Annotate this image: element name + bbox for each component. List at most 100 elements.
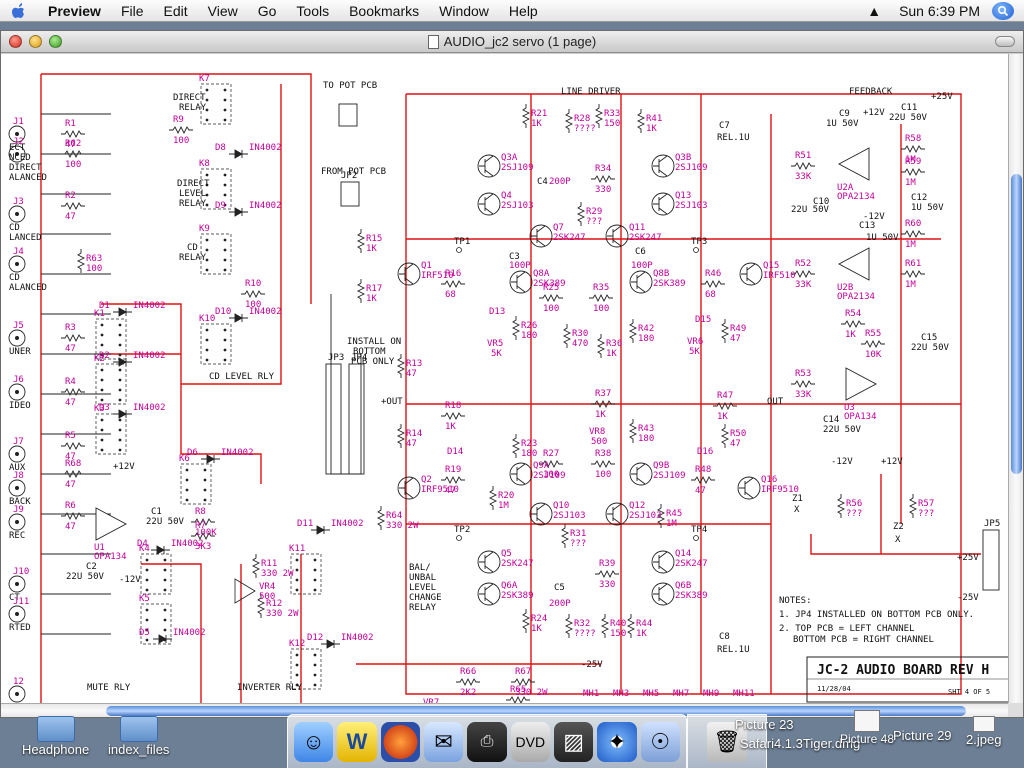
cap-ref: C5 bbox=[554, 583, 565, 593]
relay-pin bbox=[313, 568, 317, 572]
resistor bbox=[511, 316, 521, 340]
led-ref: D14 bbox=[447, 447, 463, 457]
resistor bbox=[456, 677, 480, 687]
transistor-leads bbox=[511, 463, 526, 485]
input-jack-j4 bbox=[8, 255, 26, 273]
resistor-value: 1K bbox=[366, 294, 377, 304]
iphoto-icon[interactable]: ☉ bbox=[640, 721, 680, 762]
resize-grip[interactable] bbox=[1008, 703, 1023, 717]
dreamweaver-icon[interactable]: W bbox=[337, 721, 377, 762]
notes-heading: NOTES: bbox=[779, 596, 812, 606]
desktop-item-safari-dmg[interactable]: Safari4.1.3Tiger.dmg bbox=[740, 736, 861, 751]
apple-menu-icon[interactable] bbox=[0, 0, 38, 22]
resistor-ref: R46 bbox=[705, 269, 721, 279]
menu-go[interactable]: Go bbox=[257, 2, 277, 19]
transistor bbox=[397, 262, 421, 286]
resistor-value: 47 bbox=[730, 439, 741, 449]
bal-relay-caption: UNBAL bbox=[409, 573, 436, 583]
relay-pin bbox=[118, 333, 122, 337]
relay-pin bbox=[205, 258, 209, 262]
relay-pin bbox=[295, 653, 299, 657]
resistor-ref: R57 bbox=[918, 499, 934, 509]
desktop-item-picture-48[interactable]: Picture 48 bbox=[840, 710, 894, 746]
relay bbox=[95, 413, 127, 455]
transistor-value: 2SK389 bbox=[675, 591, 708, 601]
firefox-icon[interactable] bbox=[380, 721, 420, 762]
desktop-item-index-files[interactable]: index_files bbox=[108, 716, 169, 757]
diode-ref: D9 bbox=[215, 201, 226, 211]
menu-view[interactable]: View bbox=[207, 2, 238, 19]
menu-help[interactable]: Help bbox=[508, 2, 538, 19]
resistor-ref: R48 bbox=[695, 465, 711, 475]
bal-relay-caption: CHANGE bbox=[409, 593, 442, 603]
desktop-item-headphone[interactable]: Headphone bbox=[22, 716, 89, 757]
menu-file[interactable]: File bbox=[120, 2, 144, 19]
jack-label: REC bbox=[9, 531, 25, 541]
menu-window[interactable]: Window bbox=[439, 2, 489, 19]
relay-pin bbox=[145, 588, 149, 592]
vertical-scrollbar[interactable] bbox=[1008, 54, 1023, 704]
jp-wires bbox=[330, 294, 362, 475]
resistor-value: 1M bbox=[905, 178, 916, 188]
window-titlebar[interactable]: AUDIO_jc2 servo (1 page) bbox=[1, 31, 1023, 53]
resistor-ref: R21 bbox=[531, 109, 547, 119]
trash-icon[interactable]: 🗑 bbox=[707, 721, 747, 762]
desktop-item-picture-23[interactable]: Picture 23 bbox=[735, 717, 794, 732]
menu-bookmarks[interactable]: Bookmarks bbox=[349, 2, 420, 19]
menu-tools[interactable]: Tools bbox=[296, 2, 330, 19]
relay bbox=[140, 553, 172, 595]
testpoint bbox=[456, 535, 462, 541]
resistor-ref: R28 bbox=[574, 114, 590, 124]
horizontal-scroll-thumb[interactable] bbox=[106, 706, 966, 716]
close-button[interactable] bbox=[9, 35, 22, 48]
mounting-hole: MH3 bbox=[613, 689, 629, 699]
safari-icon[interactable]: ✦ bbox=[597, 721, 637, 762]
note-3: BOTTOM PCB = RIGHT CHANNEL bbox=[793, 635, 934, 645]
resistor bbox=[791, 269, 815, 279]
connector-jp3-label: JP3 bbox=[328, 353, 344, 363]
red-bus-5 bbox=[141, 563, 202, 704]
scanner-icon[interactable]: ▨ bbox=[553, 721, 594, 762]
spotlight-icon[interactable] bbox=[992, 1, 1014, 20]
mail-icon[interactable]: ✉ bbox=[423, 721, 464, 762]
resistor-ref: R62 bbox=[65, 139, 81, 149]
relay-pin bbox=[223, 203, 227, 207]
relay-pin bbox=[118, 438, 122, 442]
transistor-value: 2SK389 bbox=[533, 279, 566, 289]
desktop-item-picture-29[interactable]: Picture 29 bbox=[893, 728, 952, 743]
relay-pin bbox=[313, 663, 317, 667]
resistor-ref: R10 bbox=[245, 279, 261, 289]
volume-icon[interactable]: ▲ bbox=[867, 2, 882, 19]
finder-icon[interactable]: ☺ bbox=[294, 721, 334, 762]
jack-center bbox=[15, 262, 19, 266]
dvd-player-icon[interactable]: DVD bbox=[510, 721, 550, 762]
zoom-button[interactable] bbox=[49, 35, 62, 48]
resistor-ref: R19 bbox=[445, 465, 461, 475]
input-jack-j1 bbox=[8, 125, 26, 143]
resistor bbox=[241, 289, 265, 299]
relay-pin bbox=[118, 323, 122, 327]
relay-pin bbox=[100, 323, 104, 327]
vertical-scroll-thumb[interactable] bbox=[1011, 174, 1022, 474]
menu-clock[interactable]: Sun 6:39 PM bbox=[899, 2, 980, 19]
menu-edit[interactable]: Edit bbox=[163, 2, 188, 19]
resistor-ref: R30 bbox=[572, 329, 588, 339]
menu-app-preview[interactable]: Preview bbox=[48, 2, 101, 19]
resistor-value: 330 2W bbox=[266, 609, 299, 619]
resistor bbox=[591, 459, 615, 469]
horizontal-scrollbar[interactable] bbox=[1, 703, 1010, 717]
desktop-item-2-jpeg[interactable]: 2.jpeg bbox=[966, 716, 1001, 747]
transistor-leads bbox=[511, 271, 526, 293]
resistor bbox=[396, 424, 406, 448]
minimize-button[interactable] bbox=[29, 35, 42, 48]
diode-ref: D12 bbox=[307, 633, 323, 643]
jack-label: AUX bbox=[9, 463, 26, 473]
resistor-ref: R1 bbox=[65, 119, 76, 129]
transistor-ref: Q12 bbox=[629, 501, 645, 511]
diode-value: IN4002 bbox=[133, 403, 166, 413]
relay-caption: LEVEL bbox=[179, 189, 206, 199]
toolbar-toggle-button[interactable] bbox=[995, 36, 1015, 47]
printer-icon[interactable]: ⎙ bbox=[467, 721, 507, 762]
